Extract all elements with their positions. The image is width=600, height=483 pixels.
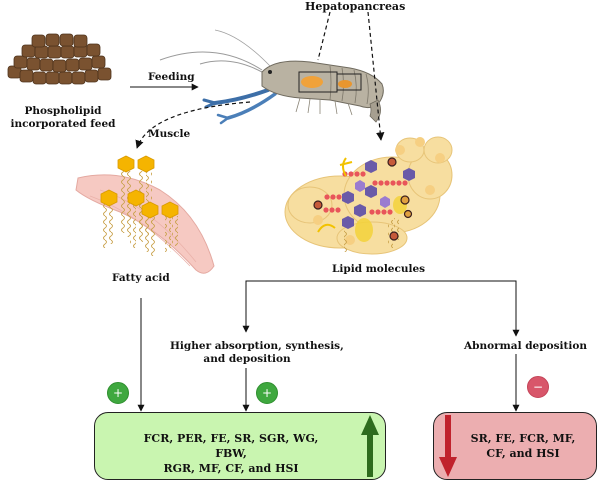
positive-outcome-box: FCR, PER, FE, SR, SGR, WG, FBW, RGR, MF,… xyxy=(94,412,386,480)
hepatopancreas-label: Hepatopancreas xyxy=(305,0,406,13)
lipid-split-connector xyxy=(245,280,517,336)
fatty-acid-label: Fatty acid xyxy=(112,272,170,284)
fatty-acid-molecules xyxy=(100,155,179,256)
minus-badge: − xyxy=(527,376,549,398)
negative-outcome-line1: SR, FE, FCR, MF, xyxy=(470,432,576,445)
plus-badge-lipid: + xyxy=(256,382,278,404)
shrimp-icon xyxy=(159,29,384,125)
dashed-line-to-shrimp xyxy=(317,11,331,61)
positive-outcome-text: FCR, PER, FE, SR, SGR, WG, FBW, RGR, MF,… xyxy=(131,431,331,476)
feed-label-line2: incorporated feed xyxy=(10,118,116,130)
feed-label-line1: Phospholipid xyxy=(24,105,102,117)
muscle-label: Muscle xyxy=(148,128,191,140)
hepatopancreas-lipid-icon xyxy=(284,136,453,255)
down-arrow-icon xyxy=(439,415,457,477)
higher-absorption-label: Higher absorption, synthesis, and deposi… xyxy=(170,340,344,366)
higher-absorption-line2: and deposition xyxy=(203,353,291,365)
positive-outcome-line1: FCR, PER, FE, SR, SGR, WG, FBW, xyxy=(143,432,319,460)
negative-outcome-text: SR, FE, FCR, MF, CF, and HSI xyxy=(464,431,582,461)
dashed-arrow-to-muscle xyxy=(135,101,251,149)
feeding-label: Feeding xyxy=(148,71,195,83)
plus-badge-fatty-acid: + xyxy=(107,382,129,404)
lipid-molecules-label: Lipid molecules xyxy=(332,263,426,275)
feed-label: Phospholipid incorporated feed xyxy=(8,105,118,131)
dashed-arrow-to-lipids xyxy=(367,11,385,141)
abnormal-deposition-label: Abnormal deposition xyxy=(464,340,587,352)
negative-outcome-line2: CF, and HSI xyxy=(486,447,560,460)
positive-outcome-line2: RGR, MF, CF, and HSI xyxy=(163,462,299,475)
higher-absorption-line1: Higher absorption, synthesis, xyxy=(170,340,344,352)
feed-pellets-icon xyxy=(7,33,112,85)
up-arrow-icon xyxy=(361,415,379,477)
negative-outcome-box: SR, FE, FCR, MF, CF, and HSI xyxy=(433,412,597,480)
